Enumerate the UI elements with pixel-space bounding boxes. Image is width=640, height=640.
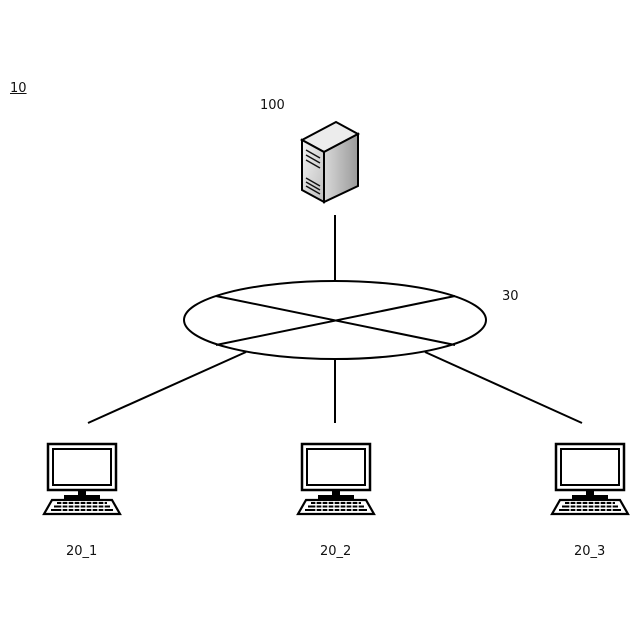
terminal-label-3: 20_3: [574, 545, 605, 558]
terminal-link-3: [425, 352, 582, 423]
desktop-computer-icon: [44, 444, 120, 514]
terminal-label-1: 20_1: [66, 545, 97, 558]
system-label: 10: [10, 82, 27, 95]
desktop-computer-icon: [298, 444, 374, 514]
terminal-link-1: [88, 352, 246, 423]
server-tower-icon: [302, 122, 358, 202]
terminal-label-2: 20_2: [320, 545, 351, 558]
desktop-computer-icon: [552, 444, 628, 514]
network-label: 30: [502, 290, 519, 303]
server-label: 100: [260, 99, 285, 112]
network-ellipse-icon: [184, 281, 486, 359]
